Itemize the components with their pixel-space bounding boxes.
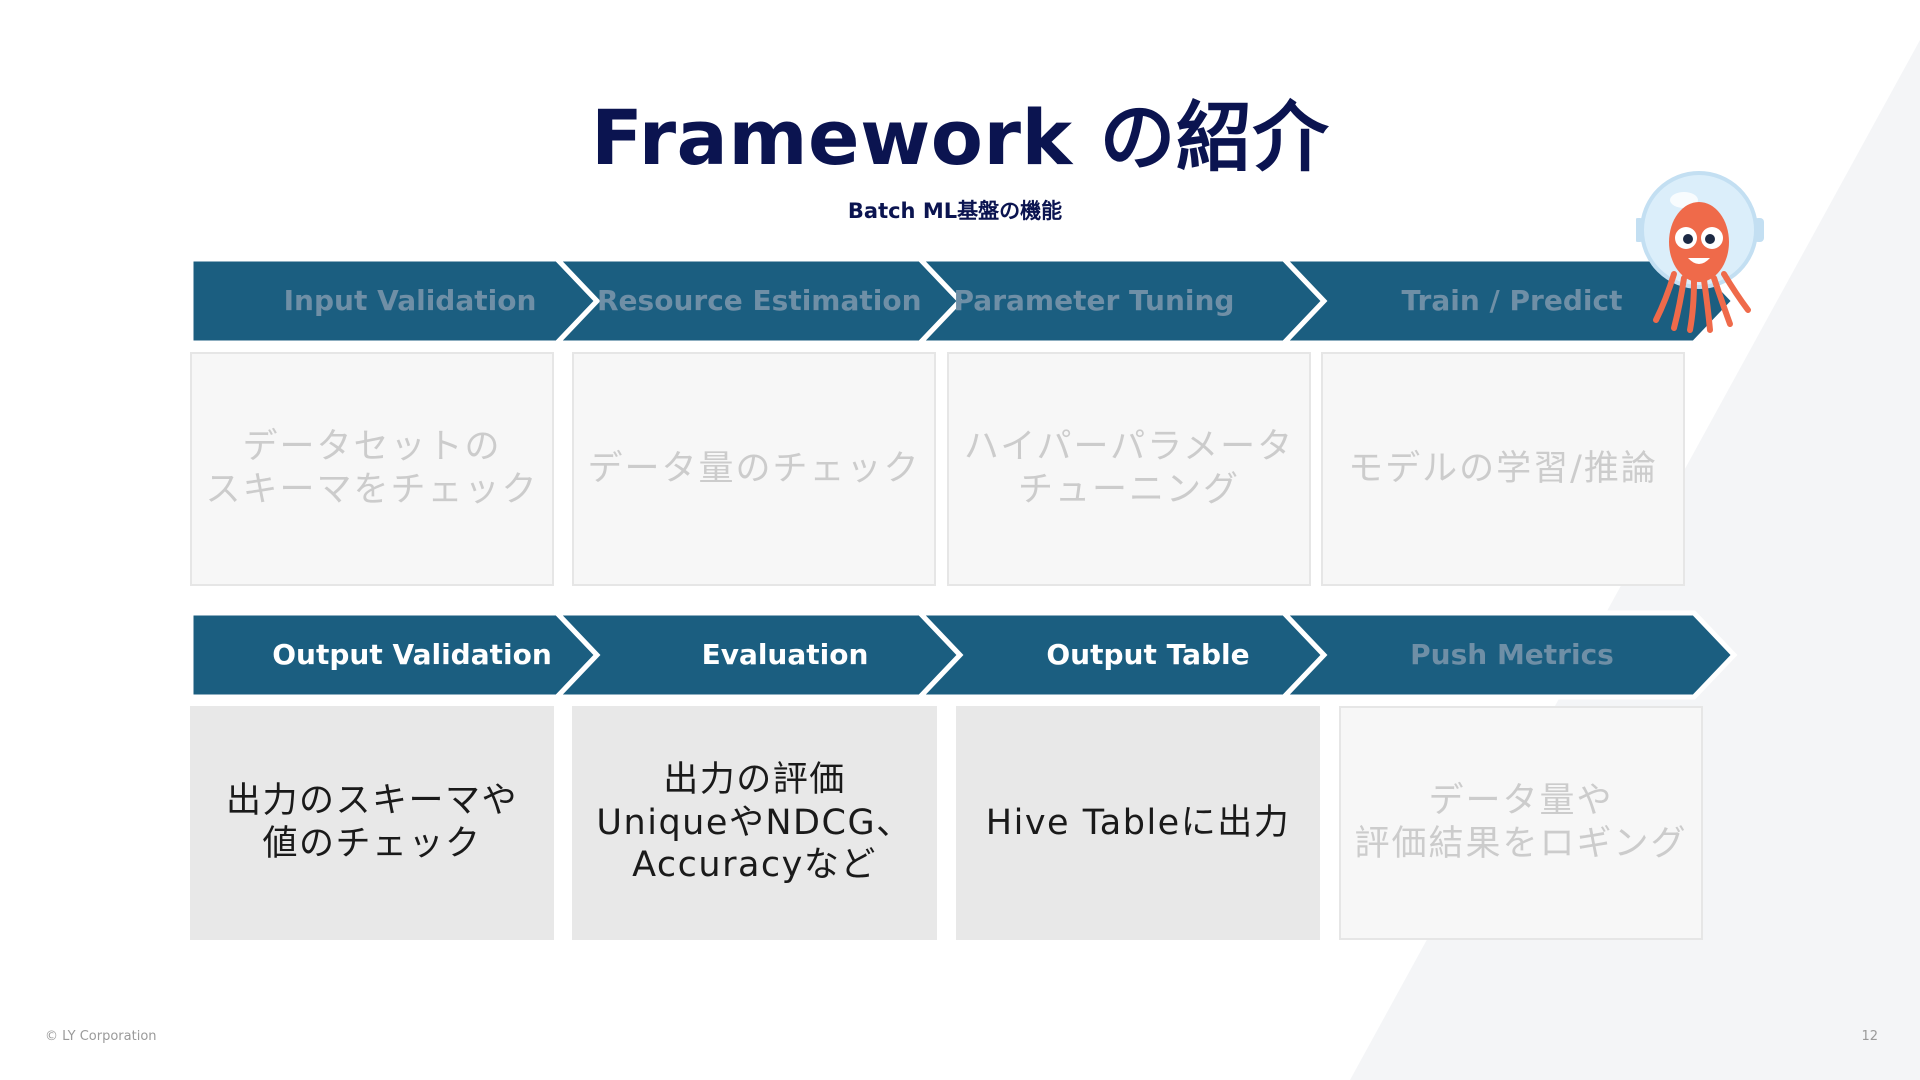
step-label-evaluation: Evaluation — [701, 638, 869, 671]
octopus-mascot-icon — [1636, 171, 1764, 333]
slide-title: Framework の紹介 — [591, 93, 1329, 182]
description-text: Hive Tableに出力 — [985, 802, 1291, 843]
description-text: データ量や 評価結果をロギング — [1354, 781, 1688, 864]
step-label-input-validation: Input Validation — [283, 284, 537, 317]
description-text: データセットの スキーマをチェック — [205, 427, 539, 510]
step-label-resource-estimation: Resource Estimation — [597, 284, 922, 317]
description-box-resource-estimation: データ量のチェック — [572, 352, 936, 586]
description-box-evaluation: 出力の評価 UniqueやNDCG、 Accuracyなど — [572, 706, 937, 940]
description-box-parameter-tuning: ハイパーパラメータ チューニング — [947, 352, 1311, 586]
step-label-train-predict: Train / Predict — [1401, 284, 1623, 317]
description-box-push-metrics: データ量や 評価結果をロギング — [1339, 706, 1703, 940]
step-label-output-validation: Output Validation — [272, 638, 552, 671]
step-label-output-table: Output Table — [1046, 638, 1250, 671]
description-text: 出力の評価 UniqueやNDCG、 Accuracyなど — [596, 759, 913, 886]
step-label-parameter-tuning: Parameter Tuning — [953, 284, 1235, 317]
chevron-push-metrics — [1278, 610, 1738, 700]
description-box-output-validation: 出力のスキーマや 値のチェック — [190, 706, 554, 940]
copyright-text: © LY Corporation — [45, 1029, 157, 1044]
description-box-train-predict: モデルの学習/推論 — [1321, 352, 1685, 586]
description-text: 出力のスキーマや 値のチェック — [225, 781, 518, 864]
description-box-input-validation: データセットの スキーマをチェック — [190, 352, 554, 586]
step-label-push-metrics: Push Metrics — [1410, 638, 1614, 671]
slide-subtitle: Batch ML基盤の機能 — [847, 199, 1063, 223]
description-box-output-table: Hive Tableに出力 — [956, 706, 1320, 940]
description-text: データ量のチェック — [587, 448, 921, 489]
description-text: モデルの学習/推論 — [1348, 448, 1658, 489]
page-number: 12 — [1861, 1029, 1878, 1044]
description-text: ハイパーパラメータ チューニング — [963, 427, 1295, 510]
